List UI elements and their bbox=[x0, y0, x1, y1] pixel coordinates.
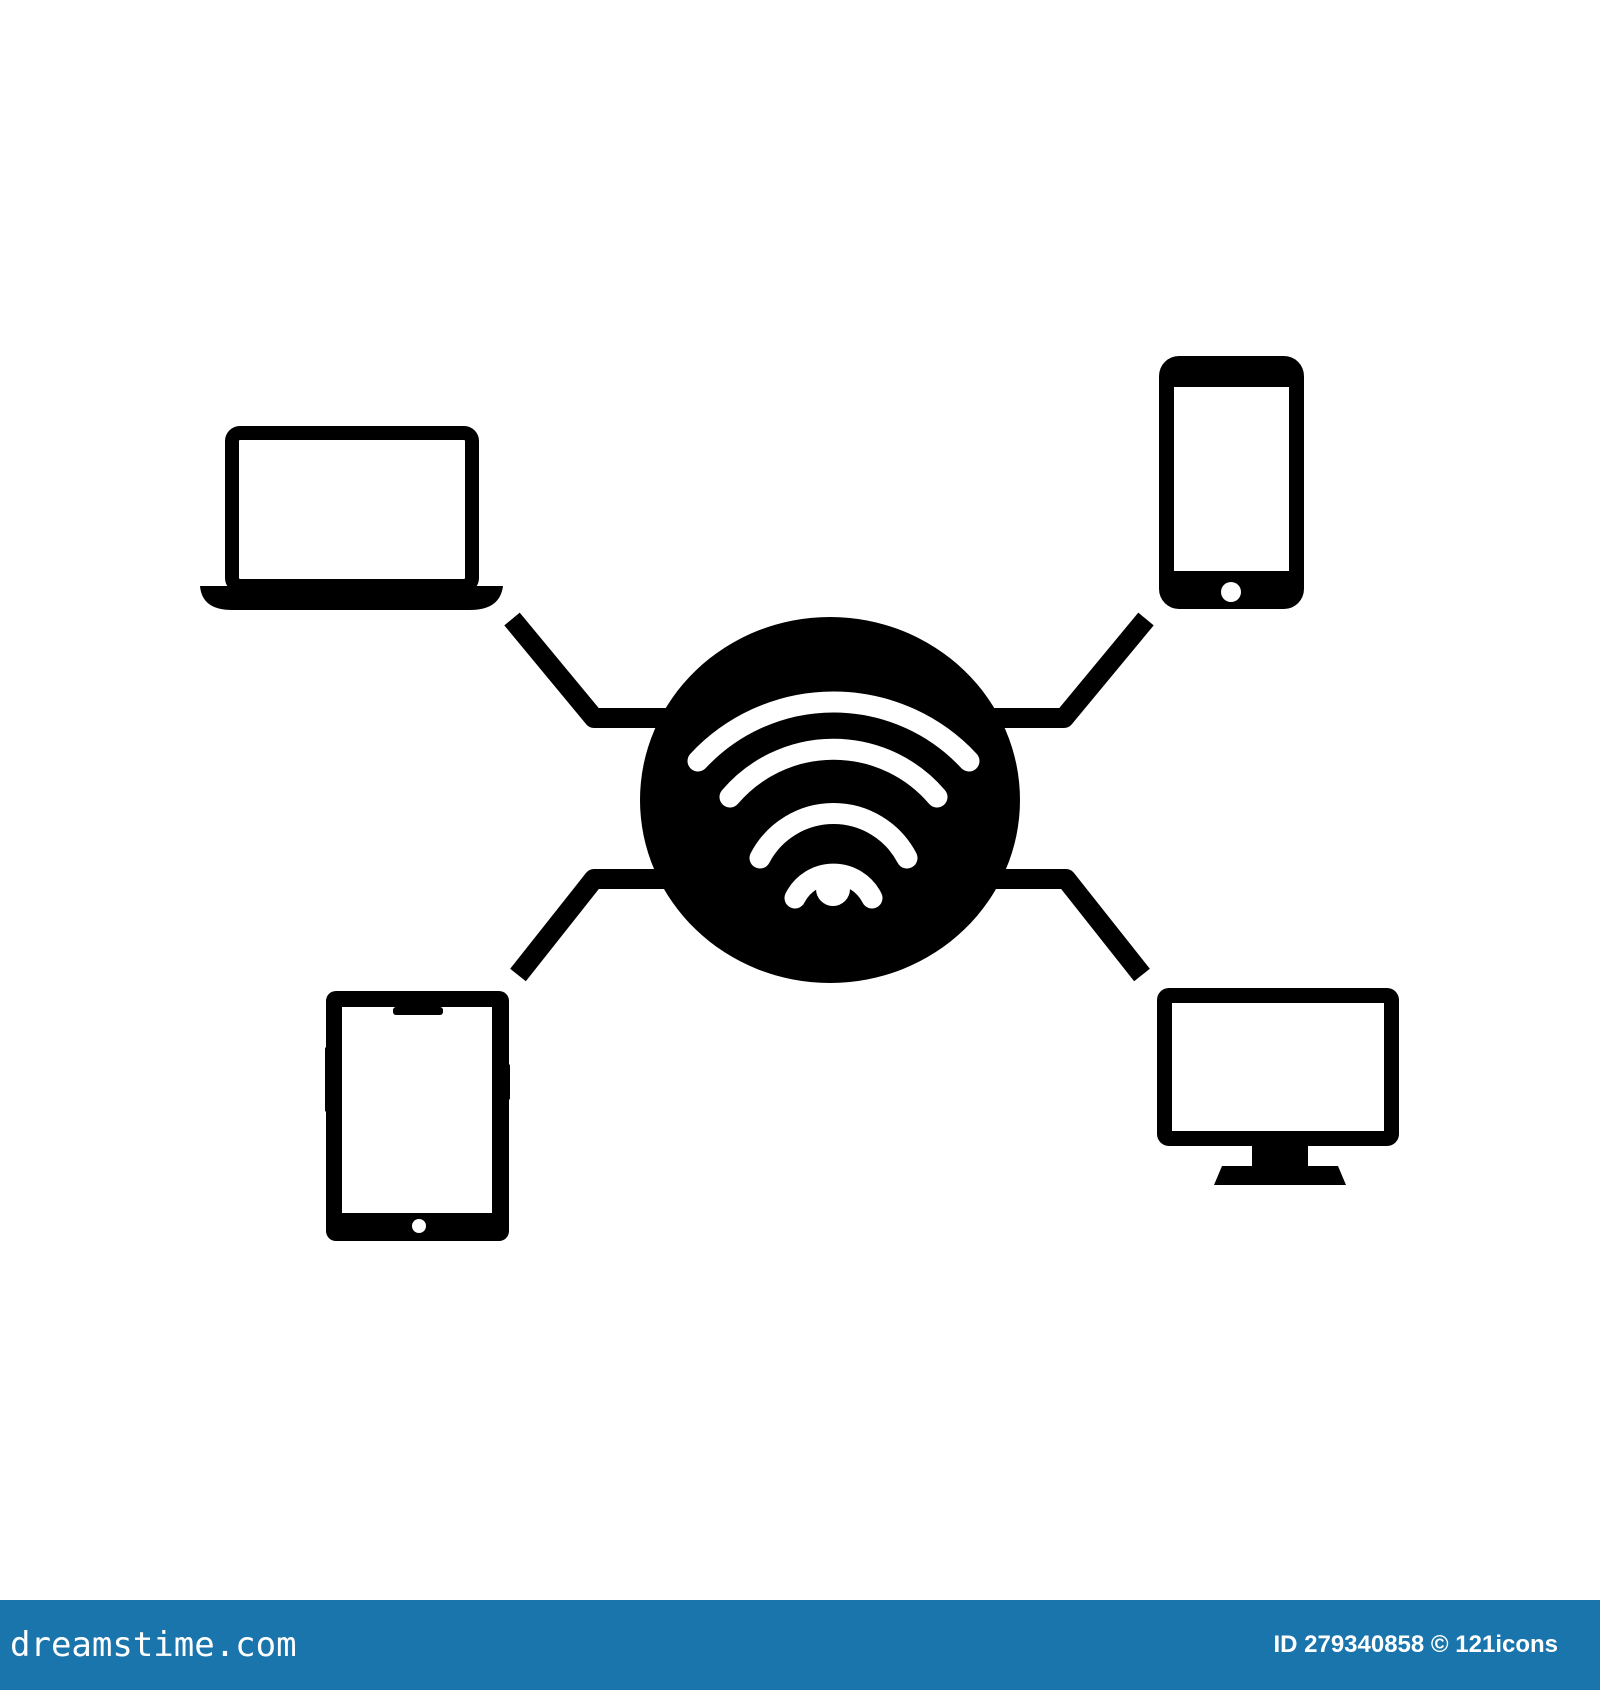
network-diagram bbox=[200, 356, 1399, 1241]
smartphone-icon bbox=[1159, 356, 1304, 609]
monitor-icon bbox=[1157, 988, 1399, 1185]
tablet-icon bbox=[325, 991, 510, 1241]
image-id-credit: ID 279340858 © 121icons bbox=[1273, 1631, 1558, 1658]
connector-smartphone bbox=[984, 612, 1154, 728]
hub-circle bbox=[640, 617, 1020, 983]
wifi-dot bbox=[816, 872, 850, 906]
laptop-icon bbox=[200, 426, 503, 610]
connector-tablet bbox=[510, 869, 672, 982]
connector-monitor bbox=[984, 869, 1150, 982]
footer-bar: dreamstime.com ID 279340858 © 121icons bbox=[0, 1600, 1600, 1690]
diagram-canvas bbox=[200, 356, 1399, 1241]
wifi-icon bbox=[687, 691, 980, 909]
brand-logo[interactable]: dreamstime.com bbox=[10, 1625, 297, 1665]
wifi-hub bbox=[640, 617, 1020, 983]
connectors bbox=[504, 612, 1154, 982]
connector-laptop bbox=[504, 612, 672, 728]
